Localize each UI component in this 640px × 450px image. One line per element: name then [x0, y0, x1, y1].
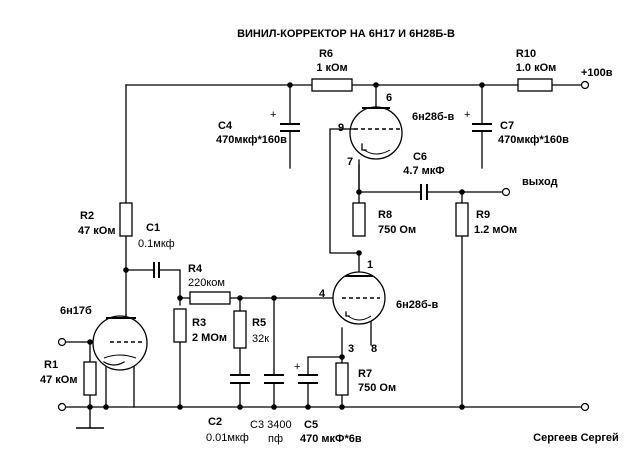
- r10-ref: R10: [516, 48, 536, 60]
- c1-value: 0.1мкф: [138, 238, 175, 250]
- capacitor-c3: [264, 374, 284, 384]
- r9-ref: R9: [476, 209, 490, 221]
- c3-ref: C3 3400: [250, 419, 292, 431]
- resistor-r2: [119, 202, 133, 237]
- resistor-r9: [455, 202, 469, 237]
- junction-dots: [87, 82, 485, 410]
- c4-plus: +: [270, 109, 276, 121]
- input-terminal: [57, 337, 67, 347]
- c6-value: 4.7 мкФ: [403, 165, 444, 177]
- r7-value: 750 Ом: [358, 382, 396, 394]
- c4-value: 470мкф*160в: [216, 134, 287, 146]
- v3-type: 6н28б-в: [412, 111, 454, 123]
- tube-v3: [341, 106, 403, 160]
- c6-ref: C6: [413, 151, 427, 163]
- capacitor-c5: [298, 374, 318, 384]
- capacitor-c7: [472, 123, 492, 132]
- c7-plus: +: [464, 109, 470, 121]
- capacitor-c2: [230, 374, 250, 384]
- c3-value: пф: [268, 433, 283, 445]
- r8-value: 750 Ом: [378, 224, 416, 236]
- v3-pin-anode: 6: [386, 92, 392, 104]
- v2-pin-heater: 8: [371, 343, 377, 355]
- v2-pin-grid: 4: [319, 288, 326, 300]
- c1-ref: C1: [146, 222, 160, 234]
- r6-ref: R6: [319, 48, 333, 60]
- r6-value: 1 кОм: [316, 62, 347, 74]
- r8-ref: R8: [378, 209, 392, 221]
- capacitor-c1: [153, 262, 160, 278]
- c4-ref: C4: [218, 120, 233, 132]
- terminals: [57, 80, 590, 412]
- r10-value: 1.0 кОм: [516, 62, 557, 74]
- v3-pin-grid: 9: [338, 122, 344, 134]
- output-label: выход: [522, 176, 558, 188]
- c5-plus: +: [294, 361, 300, 373]
- diagram-title: ВИНИЛ-КОРРЕКТОР НА 6Н17 И 6Н28Б-В: [237, 28, 455, 40]
- c5-value: 470 мкФ*6в: [300, 433, 362, 445]
- resistor-r7: [335, 362, 349, 396]
- resistor-r6: [311, 78, 353, 92]
- r3-value: 2 МОм: [192, 332, 227, 344]
- r5-value: 32к: [252, 333, 269, 345]
- resistor-r10: [517, 78, 553, 92]
- resistor-r4: [189, 291, 231, 305]
- tube-v2: [332, 271, 386, 325]
- r2-value: 47 кОм: [78, 225, 116, 237]
- tube-v1: [92, 314, 148, 371]
- supply-terminal: [580, 80, 590, 90]
- r1-ref: R1: [44, 359, 58, 371]
- resistor-r3: [173, 308, 187, 343]
- ground-terminal: [580, 402, 590, 412]
- author-credit: Сергеев Сергей: [533, 432, 619, 444]
- c2-value: 0.01мкф: [206, 432, 249, 444]
- v2-pin-cathode: 3: [348, 343, 354, 355]
- r2-ref: R2: [80, 210, 94, 222]
- r9-value: 1.2 мОм: [474, 224, 517, 236]
- resistor-r5: [233, 310, 247, 349]
- c5-ref: C5: [304, 419, 318, 431]
- v3-pin-cathode: 7: [347, 156, 353, 168]
- resistor-r8: [352, 202, 366, 237]
- r3-ref: R3: [192, 317, 206, 329]
- resistor-r1: [83, 361, 97, 396]
- c2-ref: C2: [208, 416, 222, 428]
- output-terminal: [501, 187, 511, 197]
- input-ground-terminal: [57, 402, 67, 412]
- c7-value: 470мкф*160в: [498, 134, 569, 146]
- v2-pin-anode: 1: [367, 259, 373, 271]
- v2-type: 6н28б-в: [396, 299, 438, 311]
- r7-ref: R7: [358, 368, 372, 380]
- r4-value: 220ком: [188, 277, 225, 289]
- supply-label: +100в: [581, 67, 613, 79]
- r1-value: 47 кОм: [40, 374, 78, 386]
- r5-ref: R5: [252, 317, 266, 329]
- c7-ref: C7: [500, 120, 514, 132]
- r4-ref: R4: [188, 263, 203, 275]
- capacitor-c6: [420, 184, 428, 200]
- capacitor-c4: [280, 123, 300, 132]
- v1-type: 6н17б: [60, 305, 92, 317]
